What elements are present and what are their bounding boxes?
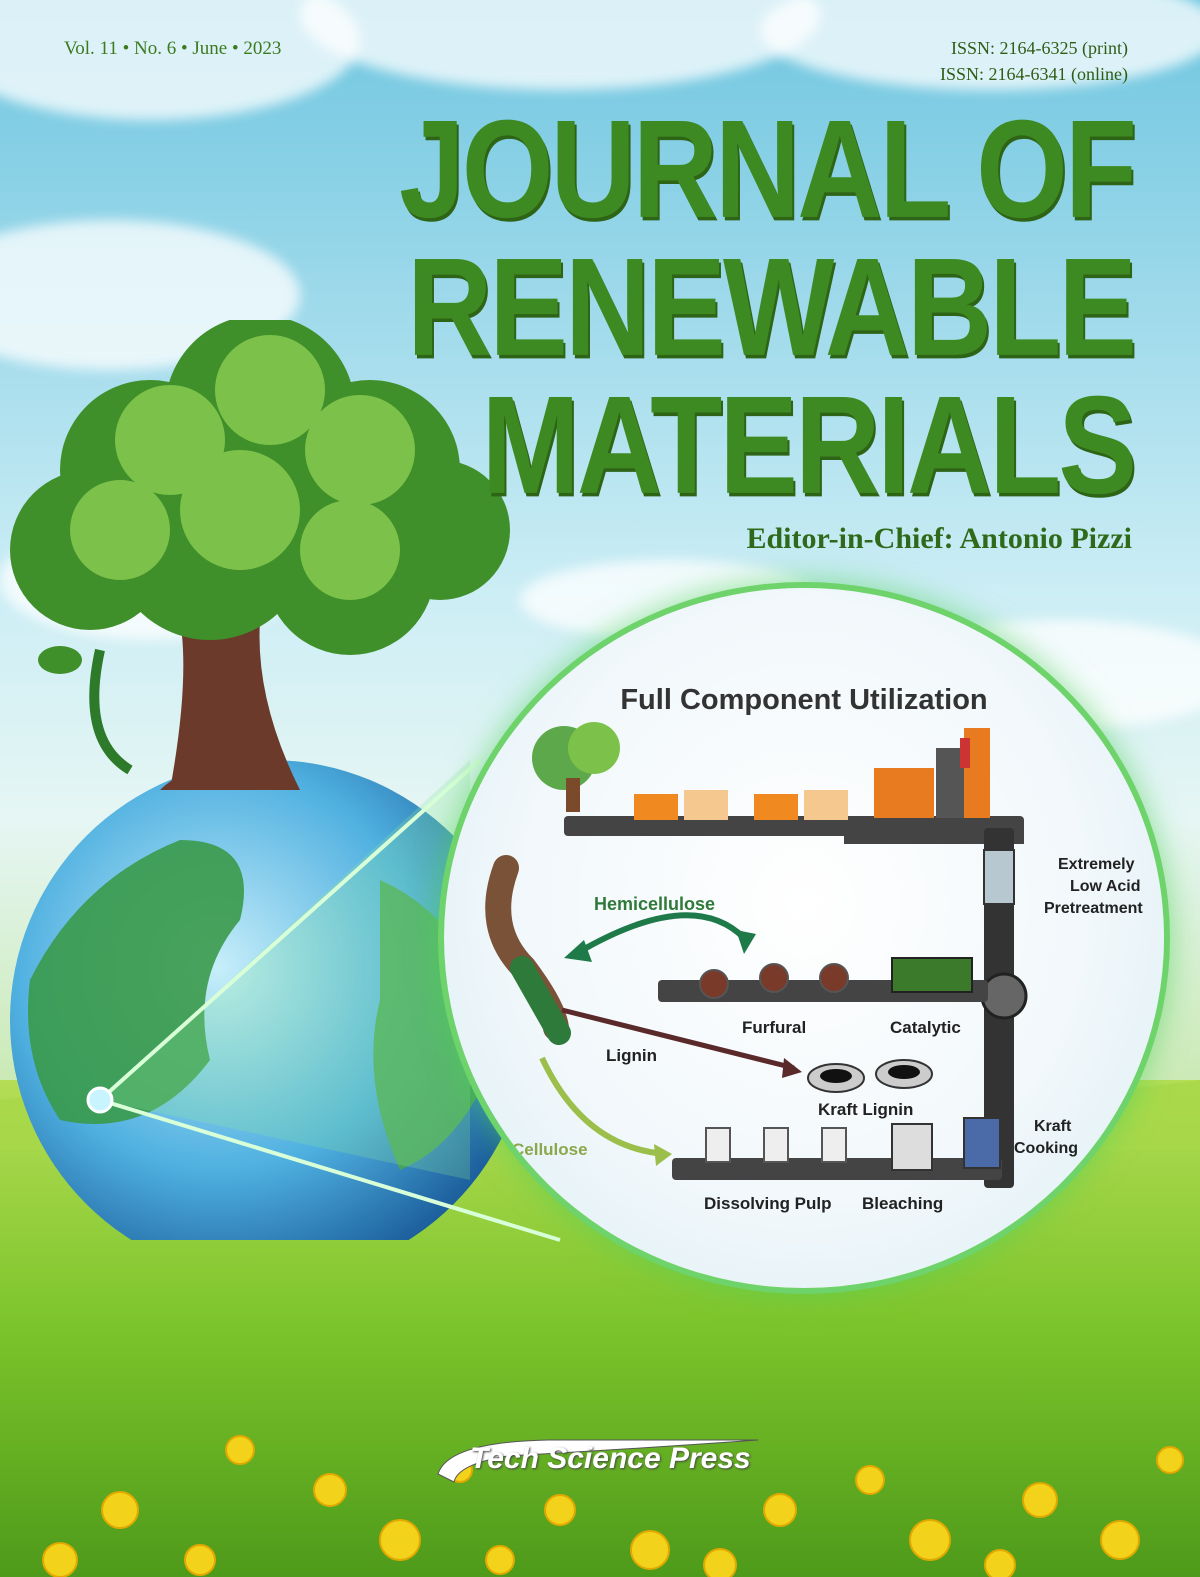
label-cellulose: Cellulose xyxy=(512,1140,588,1159)
issn-online: ISSN: 2164-6341 (online) xyxy=(940,64,1128,84)
volume: Vol. 11 xyxy=(64,38,118,59)
label-pretreatment-line-2: Low Acid xyxy=(1070,878,1141,895)
label-dissolving-pulp: Dissolving Pulp xyxy=(704,1194,832,1213)
issue-month: June xyxy=(192,38,228,59)
label-kraft-cooking-line-1: Kraft xyxy=(1034,1118,1072,1135)
label-kraft-cooking-line-2: Cooking xyxy=(1014,1140,1078,1157)
issue-line: Vol. 11 • No. 6 • June • 2023 xyxy=(64,38,281,60)
figure-title: Full Component Utilization xyxy=(620,684,988,716)
label-bleaching: Bleaching xyxy=(862,1194,944,1213)
publisher-name: Tech Science Press xyxy=(470,1442,751,1475)
label-furfural: Furfural xyxy=(742,1018,807,1037)
label-pretreatment-line-1: Extremely xyxy=(1058,856,1135,873)
label-pretreatment-line-3: Pretreatment xyxy=(1044,900,1143,917)
issn-print: ISSN: 2164-6325 (print) xyxy=(951,38,1128,58)
issue-number: No. 6 xyxy=(134,38,177,59)
process-diagram xyxy=(485,722,1028,1188)
graphical-abstract-inset: Full Component Utilization xyxy=(444,588,1164,1288)
editor-in-chief: Editor-in-Chief: Antonio Pizzi xyxy=(746,522,1132,555)
swoosh-icon xyxy=(437,1439,759,1483)
issue-year: 2023 xyxy=(243,38,282,59)
bullet-separator: • xyxy=(227,38,244,59)
bullet-separator: • xyxy=(117,38,135,59)
label-catalytic: Catalytic xyxy=(890,1018,961,1037)
label-kraft-lignin: Kraft Lignin xyxy=(818,1100,914,1119)
journal-title-line-3: MATERIALS xyxy=(481,367,1137,524)
bullet-separator: • xyxy=(176,38,193,59)
label-lignin: Lignin xyxy=(606,1046,657,1065)
journal-title-line-1: JOURNAL OF xyxy=(399,91,1137,248)
globe-tree-illustration xyxy=(10,320,530,1240)
label-hemicellulose: Hemicellulose xyxy=(594,894,716,914)
journal-title-line-2: RENEWABLE xyxy=(407,229,1137,386)
publisher-logo: Tech Science Press xyxy=(428,1434,768,1494)
